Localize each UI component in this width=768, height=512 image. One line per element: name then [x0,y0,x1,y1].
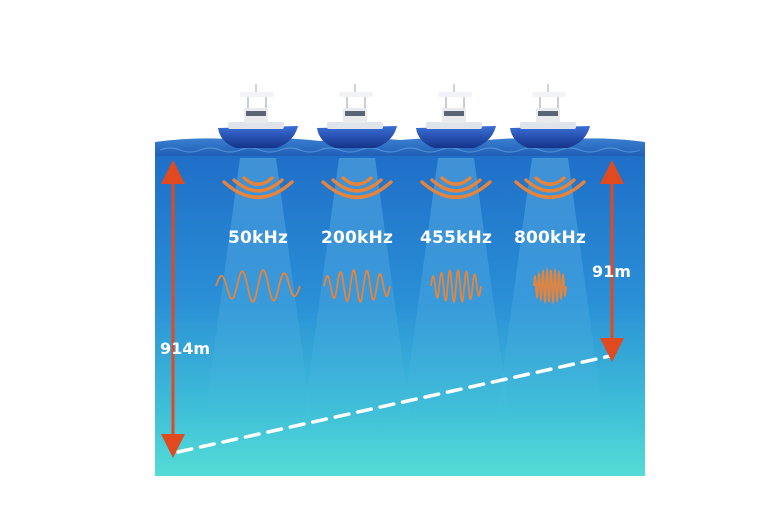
boat-icon-800khz [510,84,590,148]
boat-windshield [246,111,266,116]
seabed-slope-line [176,354,612,454]
boat-hull [510,126,590,148]
depth-label-shallow: 91m [592,262,631,281]
sonar-arc [430,178,482,193]
sonar-arc [514,180,586,199]
depth-label-deep: 914m [160,339,211,358]
sonar-arc [222,180,294,199]
frequency-label-50khz: 50kHz [227,228,289,248]
signal-waveform-icon-800khz [533,266,567,306]
boat-windshield [538,111,558,116]
sonar-beam-50khz [203,158,313,430]
sonar-wave-icon-455khz [420,176,492,199]
boat-roof [532,92,566,97]
frequency-label-455khz: 455kHz [419,228,493,248]
boat-roof [339,92,373,97]
waveform-line [215,269,301,303]
sonar-arc [232,178,284,193]
sonar-arc [440,176,472,186]
boat-deck [327,122,383,129]
sonar-arc [524,178,576,193]
sonar-wave-icon-800khz [514,176,586,199]
boat-hull [317,126,397,148]
boat-windshield [444,111,464,116]
signal-waveform-icon-455khz [430,268,482,304]
sonar-arc [331,178,383,193]
waveform-line [323,268,391,304]
sonar-wave-icon-200khz [321,176,393,199]
boat-deck [228,122,284,129]
boat-hull [218,126,298,148]
frequency-label-200khz: 200kHz [320,228,394,248]
frequency-label-800khz: 800kHz [513,228,587,248]
boat-deck [520,122,576,129]
boat-hull [416,126,496,148]
sonar-arc [420,180,492,199]
sonar-arc [321,180,393,199]
waveform-line [430,268,482,304]
signal-waveform-icon-200khz [323,268,391,304]
boat-icon-200khz [317,84,397,148]
sonar-arc [242,176,274,186]
sonar-wave-icon-50khz [222,176,294,199]
boat-windshield [345,111,365,116]
signal-waveform-icon-50khz [215,269,301,303]
sonar-arc [341,176,373,186]
boat-roof [240,92,274,97]
boat-deck [426,122,482,129]
sonar-arc [534,176,566,186]
sonar-beam-200khz [302,158,412,430]
waveform-line [533,266,567,306]
boat-icon-50khz [218,84,298,148]
boat-icon-455khz [416,84,496,148]
boat-roof [438,92,472,97]
surface-ripples [159,147,641,153]
